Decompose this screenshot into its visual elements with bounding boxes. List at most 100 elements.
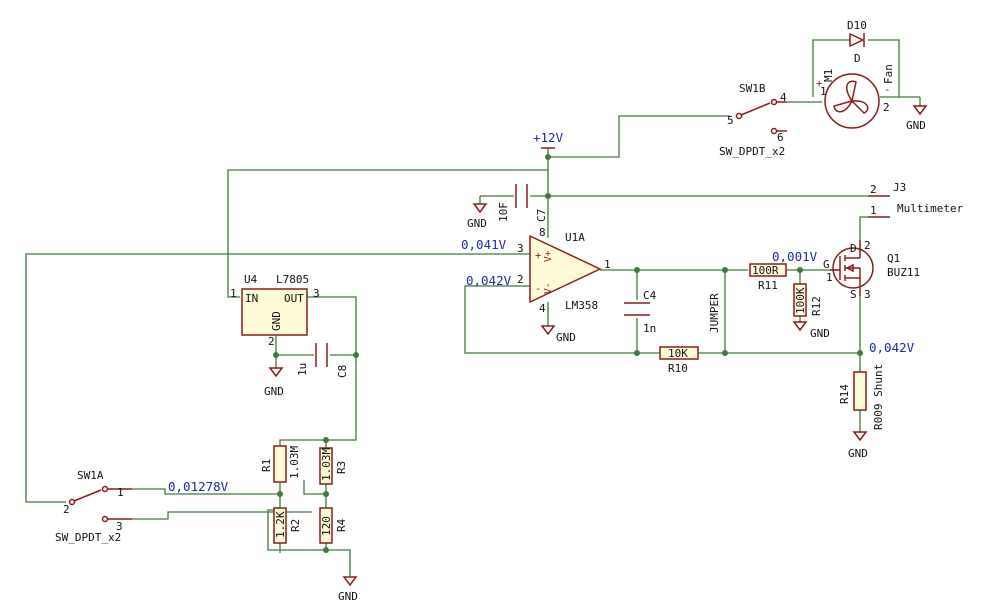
- svg-text:G: G: [823, 258, 830, 271]
- svg-text:2: 2: [864, 239, 871, 252]
- gnd-symbol-u4: GND: [264, 367, 284, 398]
- regulator-u4: U4 L7805 IN OUT GND 1 3 2: [230, 273, 320, 348]
- svg-text:1n: 1n: [643, 322, 656, 335]
- svg-text:GND: GND: [556, 331, 576, 344]
- resistor-r1: R1 1.03M: [260, 445, 301, 483]
- svg-text:D: D: [854, 52, 861, 65]
- svg-text:1.2K: 1.2K: [274, 511, 287, 538]
- svg-text:IN: IN: [245, 292, 258, 305]
- svg-text:R10: R10: [668, 362, 688, 375]
- wires: [25, 39, 921, 577]
- svg-text:R2: R2: [289, 519, 302, 532]
- svg-text:Multimeter: Multimeter: [897, 202, 964, 215]
- svg-text:Fan: Fan: [882, 64, 895, 84]
- gnd-symbol-r14: GND: [848, 431, 868, 460]
- svg-text:4: 4: [539, 302, 546, 315]
- svg-text:1: 1: [820, 85, 827, 98]
- svg-text:0,042V: 0,042V: [466, 273, 512, 288]
- jumper: JUMPER: [708, 293, 721, 333]
- svg-text:C4: C4: [643, 289, 657, 302]
- svg-text:100K: 100K: [794, 287, 807, 314]
- svg-text:R009 Shunt: R009 Shunt: [872, 364, 885, 430]
- svg-text:V+: V+: [543, 250, 554, 262]
- svg-text:1: 1: [117, 486, 124, 499]
- resistor-r2: 1.2K R2: [273, 507, 302, 544]
- svg-text:M1: M1: [822, 69, 835, 82]
- svg-text:GND: GND: [906, 119, 926, 132]
- svg-text:1u: 1u: [296, 363, 309, 376]
- gnd-symbol-fan: GND: [906, 105, 928, 132]
- svg-text:0,01278V: 0,01278V: [168, 479, 229, 494]
- svg-text:+: +: [816, 78, 822, 90]
- svg-text:8: 8: [539, 226, 546, 239]
- svg-text:GND: GND: [810, 327, 830, 340]
- svg-text:2: 2: [517, 273, 524, 286]
- svg-text:R4: R4: [335, 518, 348, 532]
- svg-text:GND: GND: [467, 217, 487, 230]
- svg-text:R11: R11: [758, 279, 778, 292]
- svg-text:6: 6: [777, 131, 784, 144]
- gnd-symbol-divider: GND: [338, 576, 358, 603]
- svg-text:V-: V-: [543, 283, 554, 294]
- svg-text:+12V: +12V: [533, 130, 564, 145]
- fan-motor-m1: 1 2 + - M1 Fan: [816, 64, 895, 129]
- svg-text:1: 1: [604, 258, 611, 271]
- svg-text:2: 2: [870, 183, 877, 196]
- capacitor-c4: C4 1n: [624, 289, 657, 335]
- svg-text:GND: GND: [270, 311, 283, 331]
- svg-text:1.03M: 1.03M: [320, 448, 333, 481]
- svg-text:SW_DPDT_x2: SW_DPDT_x2: [55, 531, 121, 544]
- resistor-r10: 10K R10: [659, 346, 699, 375]
- diode-d10: D10 D: [847, 19, 867, 65]
- svg-text:0,042V: 0,042V: [869, 340, 915, 355]
- svg-text:C8: C8: [336, 365, 349, 378]
- power-12v: +12V: [533, 130, 564, 149]
- svg-text:120: 120: [320, 516, 333, 536]
- svg-text:GND: GND: [848, 447, 868, 460]
- switch-sw1a: SW1A 1 2 3 SW_DPDT_x2: [55, 469, 132, 544]
- svg-text:D10: D10: [847, 19, 867, 32]
- resistor-r12: 100K R12: [793, 283, 823, 317]
- capacitor-c7: 10F C7: [497, 184, 548, 222]
- resistor-r4: 120 R4: [319, 507, 348, 544]
- svg-text:3: 3: [864, 288, 871, 301]
- svg-text:4: 4: [780, 91, 787, 104]
- svg-text:3: 3: [313, 287, 320, 300]
- svg-text:+: +: [535, 250, 541, 262]
- svg-text:10F: 10F: [497, 202, 510, 222]
- svg-text:BUZ11: BUZ11: [887, 266, 920, 279]
- svg-text:100R: 100R: [752, 264, 779, 277]
- svg-text:J3: J3: [893, 181, 906, 194]
- resistor-r14: R14 R009 Shunt: [838, 364, 885, 430]
- svg-text:C7: C7: [535, 209, 548, 222]
- svg-text:-: -: [535, 283, 541, 295]
- svg-text:LM358: LM358: [565, 299, 598, 312]
- svg-text:D: D: [850, 242, 857, 255]
- svg-text:5: 5: [727, 114, 734, 127]
- svg-text:R14: R14: [838, 384, 851, 404]
- svg-text:GND: GND: [338, 590, 358, 603]
- svg-text:0,001V: 0,001V: [772, 249, 818, 264]
- resistor-r3: 1.03M R3: [319, 447, 348, 485]
- svg-text:10K: 10K: [668, 347, 688, 360]
- svg-text:SW_DPDT_x2: SW_DPDT_x2: [719, 145, 785, 158]
- svg-text:SW1A: SW1A: [77, 469, 104, 482]
- net-voltage-labels: 0,041V 0,042V 0,001V 0,042V 0,01278V: [168, 237, 915, 494]
- gnd-symbol-c7: GND: [467, 203, 488, 230]
- svg-text:R12: R12: [810, 296, 823, 316]
- svg-text:0,041V: 0,041V: [461, 237, 507, 252]
- svg-text:SW1B: SW1B: [739, 82, 766, 95]
- svg-text:2: 2: [63, 503, 70, 516]
- svg-text:R1: R1: [260, 459, 273, 472]
- resistor-r11: 100R R11: [749, 263, 787, 292]
- opamp-u1a: + - V+ V- 3 2 1 4 8 U1A LM358: [517, 226, 611, 315]
- svg-text:OUT: OUT: [284, 292, 304, 305]
- mosfet-q1: G 1 D 2 S 3 Q1 BUZ11: [823, 239, 920, 301]
- svg-text:L7805: L7805: [276, 273, 309, 286]
- svg-text:1: 1: [870, 204, 877, 217]
- svg-text:GND: GND: [264, 385, 284, 398]
- svg-text:1: 1: [230, 287, 237, 300]
- svg-text:Q1: Q1: [887, 252, 900, 265]
- svg-text:U1A: U1A: [565, 231, 585, 244]
